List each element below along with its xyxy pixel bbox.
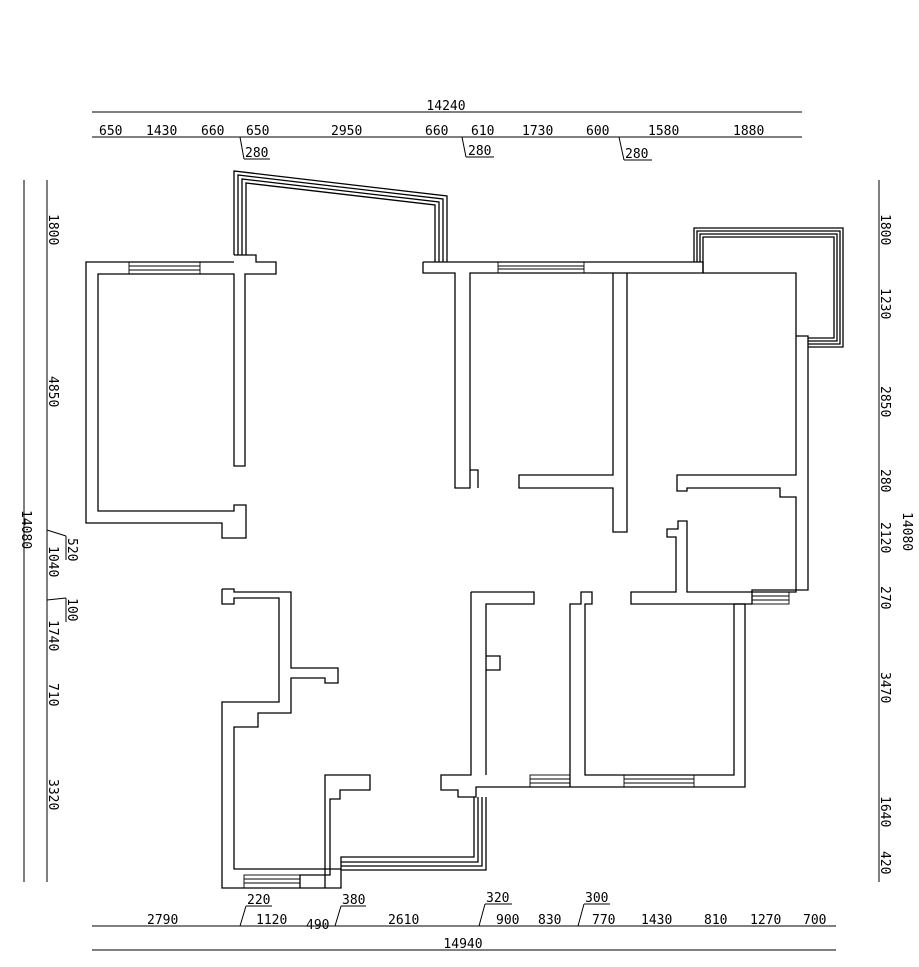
bottom-leader-label: 320 (486, 891, 509, 906)
bottom-leader-label: 380 (342, 893, 365, 908)
bottom-segment-label: 700 (803, 913, 826, 928)
bottom-segment-label: 1120 (256, 913, 287, 928)
right-segment-label: 270 (877, 586, 892, 609)
bottom-segment-label: 2790 (147, 913, 178, 928)
right-segment-label: 2120 (877, 522, 892, 553)
left-segment-label: 1800 (45, 214, 60, 245)
bottom-segment-label: 490 (306, 918, 329, 933)
left-segment-label: 1040 (45, 546, 60, 577)
top-segment-label: 650 (246, 124, 269, 139)
bottom-segment-label: 1430 (641, 913, 672, 928)
right-segment-label: 280 (877, 469, 892, 492)
dimension-lines (23, 111, 880, 951)
left-segment-label: 710 (45, 683, 60, 706)
top-leader-label: 280 (468, 144, 491, 159)
windows (128, 261, 790, 889)
top-segment-label: 1430 (146, 124, 177, 139)
left-leader-label: 100 (64, 598, 79, 621)
right-segment-label: 2850 (877, 386, 892, 417)
left-segment-label: 4850 (45, 376, 60, 407)
right-segment-label: 1640 (877, 796, 892, 827)
bottom-leader-label: 220 (247, 893, 270, 908)
top-total-label: 14240 (426, 99, 465, 114)
right-segment-label: 420 (877, 851, 892, 874)
right-dimension-labels: 14080 1800 1230 2850 280 2120 270 3470 1… (877, 214, 914, 874)
left-segment-label: 3320 (45, 779, 60, 810)
bottom-segment-label: 770 (592, 913, 615, 928)
bottom-segment-label: 900 (496, 913, 519, 928)
top-leader-label: 280 (245, 146, 268, 161)
top-segment-label: 2950 (331, 124, 362, 139)
bottom-segment-label: 1270 (750, 913, 781, 928)
left-dimension-labels: 14080 1800 4850 1040 1740 710 3320 520 1… (18, 214, 79, 810)
bottom-leader-label: 300 (585, 891, 608, 906)
top-segment-label: 1880 (733, 124, 764, 139)
bottom-segment-label: 830 (538, 913, 561, 928)
bottom-dimension-labels: 2790 1120 490 2610 900 830 770 1430 810 … (147, 891, 826, 952)
right-segment-label: 3470 (877, 672, 892, 703)
top-segment-label: 1580 (648, 124, 679, 139)
top-segment-label: 650 (99, 124, 122, 139)
top-segment-label: 610 (471, 124, 494, 139)
left-total-label: 14080 (18, 510, 33, 549)
walls (85, 170, 844, 889)
bottom-segment-label: 810 (704, 913, 727, 928)
left-leader-label: 520 (64, 538, 79, 561)
top-segment-label: 600 (586, 124, 609, 139)
bottom-total-label: 14940 (443, 937, 482, 952)
bottom-segment-label: 2610 (388, 913, 419, 928)
right-segment-label: 1800 (877, 214, 892, 245)
top-segment-label: 660 (425, 124, 448, 139)
top-segment-label: 1730 (522, 124, 553, 139)
top-segment-label: 660 (201, 124, 224, 139)
left-segment-label: 1740 (45, 620, 60, 651)
top-dimension-labels: 14240 650 1430 660 650 2950 660 610 1730… (99, 99, 764, 162)
top-leader-label: 280 (625, 147, 648, 162)
right-segment-label: 1230 (877, 288, 892, 319)
right-total-label: 14080 (899, 512, 914, 551)
